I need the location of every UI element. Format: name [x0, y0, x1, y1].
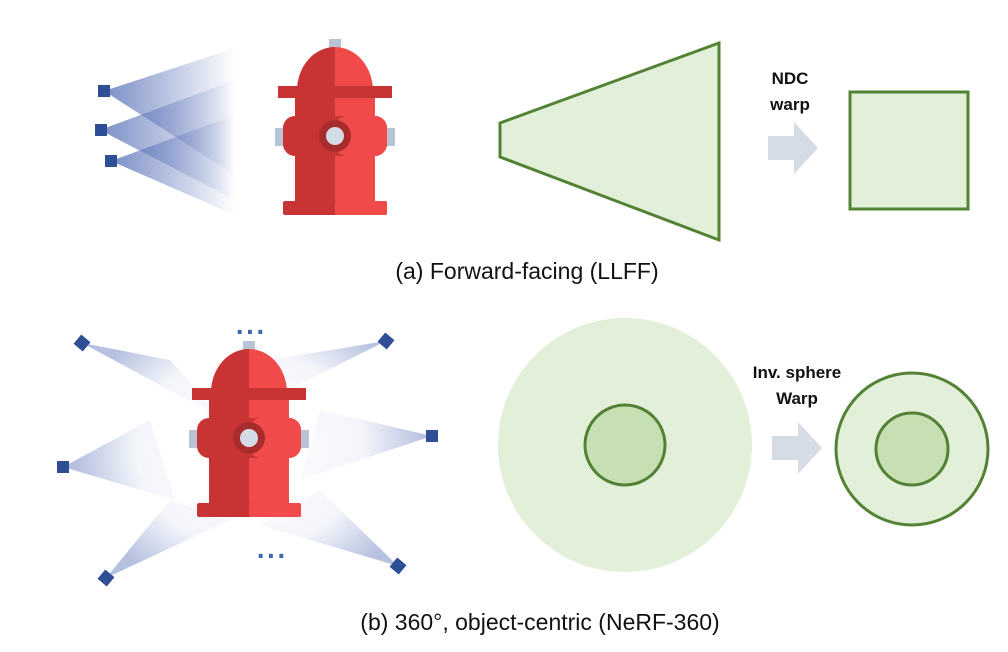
camera-icon [57, 461, 69, 473]
panel-b: ... ... Inv. sphere Warp (b) 360°, objec… [57, 300, 990, 635]
panel-a: NDC warp (a) Forward-facing (LLFF) [95, 39, 970, 284]
ndc-cube-region [848, 90, 970, 211]
warp-label-line1: NDC [772, 69, 809, 88]
arrow-right-icon [772, 422, 822, 474]
warp-label-line2: warp [769, 95, 810, 114]
camera-icon [389, 557, 407, 575]
camera-icon [97, 569, 115, 587]
camera-icon [73, 334, 91, 352]
camera-icon [377, 332, 395, 350]
contracted-inner-region [874, 411, 950, 487]
camera-icon [426, 430, 438, 442]
inner-region [583, 403, 667, 487]
camera-icon [98, 85, 110, 97]
ellipsis-bottom: ... [256, 539, 287, 564]
camera-frustums [100, 48, 235, 215]
camera-icon [105, 155, 117, 167]
warp-label-line2: Warp [776, 389, 818, 408]
caption-b: (b) 360°, object-centric (NeRF-360) [360, 609, 719, 635]
arrow-right-icon [768, 122, 818, 174]
fire-hydrant-icon [275, 39, 395, 215]
frustum-region [498, 40, 721, 243]
warp-label-line1: Inv. sphere [753, 363, 842, 382]
camera-icon [95, 124, 107, 136]
caption-a: (a) Forward-facing (LLFF) [395, 258, 658, 284]
ellipsis-top: ... [235, 315, 266, 340]
